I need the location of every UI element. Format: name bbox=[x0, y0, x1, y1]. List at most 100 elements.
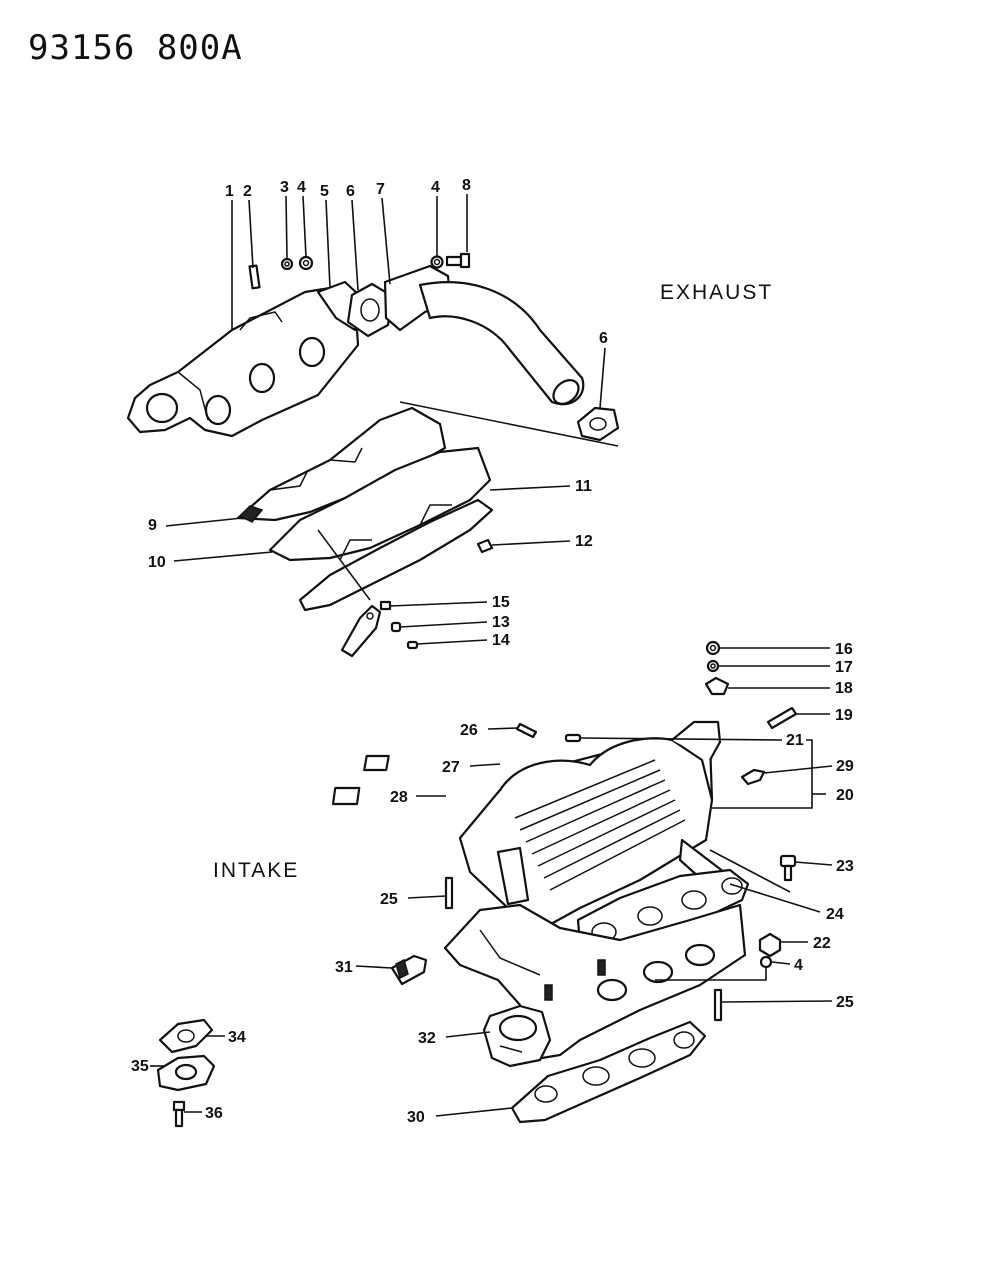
callout-27: 27 bbox=[442, 759, 460, 776]
egr-gasket bbox=[363, 754, 390, 772]
plenum-nut bbox=[705, 640, 721, 656]
intake-plenum bbox=[458, 720, 726, 932]
dowel-pin-lower bbox=[713, 988, 723, 1022]
leader-23 bbox=[794, 861, 833, 866]
intake-stud bbox=[515, 722, 538, 739]
callout-22: 22 bbox=[813, 935, 831, 952]
crossover-pipe bbox=[383, 264, 585, 406]
bracket-guide-line bbox=[317, 529, 371, 601]
exhaust-washer bbox=[298, 255, 314, 271]
coolant-sensor bbox=[390, 954, 428, 986]
leader-30 bbox=[435, 1107, 513, 1117]
leader-10 bbox=[173, 551, 273, 562]
callout-25b: 25 bbox=[836, 994, 854, 1011]
callout-4a: 4 bbox=[297, 179, 306, 196]
callout-5: 5 bbox=[320, 183, 329, 200]
leader-6b bbox=[599, 347, 606, 409]
callout-29: 29 bbox=[836, 758, 854, 775]
plenum-bolt bbox=[779, 854, 797, 882]
leader-24 bbox=[729, 883, 821, 913]
water-outlet bbox=[156, 1054, 216, 1092]
callout-14: 14 bbox=[492, 632, 510, 649]
callout-19: 19 bbox=[835, 707, 853, 724]
manifold-stud bbox=[248, 264, 261, 290]
leader-26 bbox=[487, 727, 519, 730]
leader-11 bbox=[489, 485, 571, 491]
leader-3 bbox=[285, 195, 288, 259]
water-outlet-bolt bbox=[172, 1100, 186, 1128]
leader-25b bbox=[721, 1000, 833, 1003]
callout-15: 15 bbox=[492, 594, 510, 611]
callout-9: 9 bbox=[148, 517, 157, 534]
exhaust-gasket bbox=[346, 282, 394, 338]
dowel-pin-upper bbox=[444, 876, 454, 910]
leader-12 bbox=[491, 540, 571, 546]
plenum-washer bbox=[706, 659, 720, 673]
callout-12: 12 bbox=[575, 533, 593, 550]
pipe-outlet-gasket bbox=[576, 406, 620, 442]
callout-4b: 4 bbox=[431, 179, 440, 196]
callout-6b: 6 bbox=[599, 330, 608, 347]
callout-13: 13 bbox=[492, 614, 510, 631]
leader-21 bbox=[579, 737, 783, 741]
callout-32: 32 bbox=[418, 1030, 436, 1047]
intake-callouts: 16 17 18 19 26 21 27 29 28 20 23 25 24 2… bbox=[131, 641, 854, 1126]
thermostat-housing bbox=[482, 1004, 552, 1068]
manifold-nut bbox=[758, 932, 782, 958]
callout-28: 28 bbox=[390, 789, 408, 806]
callout-30: 30 bbox=[407, 1109, 425, 1126]
leader-2 bbox=[248, 199, 254, 269]
bracket-clip bbox=[379, 600, 392, 611]
pipe-washer bbox=[430, 255, 444, 269]
leader-7 bbox=[381, 197, 391, 285]
callout-25a: 25 bbox=[380, 891, 398, 908]
callout-23: 23 bbox=[836, 858, 854, 875]
intake-gasket-lower bbox=[510, 1020, 707, 1124]
callout-4c: 4 bbox=[794, 957, 803, 974]
intake-section-label: INTAKE bbox=[213, 859, 299, 882]
leader-24b bbox=[709, 849, 791, 893]
callout-24: 24 bbox=[826, 906, 844, 923]
callout-34: 34 bbox=[228, 1029, 246, 1046]
callout-8: 8 bbox=[462, 177, 471, 194]
exhaust-nut bbox=[280, 257, 294, 271]
leader-27 bbox=[469, 763, 501, 767]
exhaust-section-label: EXHAUST bbox=[660, 281, 773, 304]
callout-7: 7 bbox=[376, 181, 385, 198]
callout-35: 35 bbox=[131, 1058, 149, 1075]
plenum-stud bbox=[766, 706, 798, 730]
heat-shield-lower bbox=[268, 446, 494, 612]
shield-bolt bbox=[476, 538, 494, 554]
leader-13 bbox=[399, 621, 488, 628]
document-number: 93156 800A bbox=[28, 28, 243, 68]
bracket-21-20 bbox=[712, 739, 813, 809]
callout-17: 17 bbox=[835, 659, 853, 676]
leader-4a bbox=[302, 195, 307, 258]
callout-10: 10 bbox=[148, 554, 166, 571]
bracket-nut bbox=[390, 621, 402, 633]
pipe-bolt bbox=[445, 252, 471, 269]
leader-4c-line bbox=[655, 968, 767, 981]
callout-1: 1 bbox=[225, 183, 234, 200]
heat-shield-upper bbox=[236, 406, 447, 523]
callout-6a: 6 bbox=[346, 183, 355, 200]
callout-20: 20 bbox=[836, 787, 854, 804]
leader-15 bbox=[389, 601, 488, 607]
leader-6a bbox=[351, 199, 359, 291]
leader-25a bbox=[407, 895, 447, 899]
cable-bracket bbox=[704, 676, 730, 696]
exhaust-callouts: 1 2 3 4 5 6 7 4 8 6 11 9 12 10 15 13 14 bbox=[148, 177, 608, 649]
manifold-washer bbox=[759, 955, 773, 969]
temp-sensor bbox=[740, 768, 766, 786]
callout-36: 36 bbox=[205, 1105, 223, 1122]
shield-bracket bbox=[340, 604, 382, 658]
callout-18: 18 bbox=[835, 680, 853, 697]
callout-11: 11 bbox=[575, 478, 592, 495]
leader-32 bbox=[445, 1031, 491, 1038]
callout-16: 16 bbox=[835, 641, 853, 658]
water-outlet-gasket bbox=[158, 1018, 214, 1054]
callout-31: 31 bbox=[335, 959, 353, 976]
callout-21: 21 bbox=[786, 732, 804, 749]
leader-5 bbox=[325, 199, 331, 289]
